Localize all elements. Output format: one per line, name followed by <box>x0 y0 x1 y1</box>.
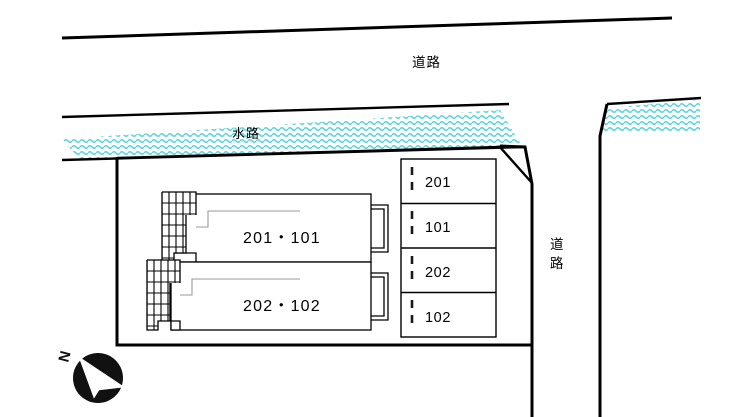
building-lower-balcony-inner <box>371 276 385 317</box>
stall-202-label: 202 <box>425 265 451 281</box>
building-upper-body <box>170 193 372 263</box>
stall-201-label: 201 <box>425 175 451 191</box>
building-lower-west-recess <box>170 320 181 331</box>
road-right-label-line1: 道 <box>550 237 565 252</box>
building-upper-label: 201・101 <box>243 230 321 247</box>
building-upper-balcony-outer <box>371 204 389 253</box>
parcel-northeast-chamfer <box>498 145 533 184</box>
road-right-label-line2: 路 <box>550 256 565 271</box>
compass-north-icon: N <box>55 349 125 403</box>
parcel-north-boundary <box>116 145 501 160</box>
parking-stall-102[interactable]: 102 <box>410 300 451 329</box>
parcel-east-boundary <box>499 144 534 417</box>
building-lower-corridor-line <box>180 278 300 296</box>
road-top-far-edge <box>61 16 673 40</box>
waterway-left-north-edge <box>61 102 510 119</box>
building-upper-stair-outline <box>161 191 197 263</box>
building-lower-balcony-outer <box>371 272 389 321</box>
waterway-right-north-edge <box>606 96 702 106</box>
building-lower-body <box>170 261 372 331</box>
road-top-label: 道路 <box>412 55 441 70</box>
road-top-area: 道路 <box>61 16 673 70</box>
parking-stall-201[interactable]: 201 <box>410 167 451 196</box>
building-upper-corridor-line <box>196 210 300 228</box>
parcel-boundary <box>115 144 534 417</box>
compass-north-label: N <box>55 349 74 364</box>
building-lower-stair-outline <box>146 259 181 331</box>
building-lower[interactable]: 202・102 <box>146 259 389 337</box>
road-right-west-edge <box>598 103 609 417</box>
waterway-right <box>600 96 702 133</box>
parcel-west-south-boundary <box>115 157 532 347</box>
stall-102-label: 102 <box>425 310 451 326</box>
building-upper[interactable]: 201・101 <box>161 191 389 269</box>
waterway-label: 水路 <box>232 126 260 141</box>
stall-101-label: 101 <box>425 220 451 236</box>
building-lower-label: 202・102 <box>243 298 321 315</box>
building-upper-balcony-inner <box>371 208 385 249</box>
compass-needle-arrow <box>78 356 125 399</box>
road-right-area: 道 路 <box>550 103 609 417</box>
parking-stall-101[interactable]: 101 <box>410 211 451 240</box>
parking-stall-202[interactable]: 202 <box>410 256 451 285</box>
parking-block: 201 101 202 102 <box>400 158 497 338</box>
